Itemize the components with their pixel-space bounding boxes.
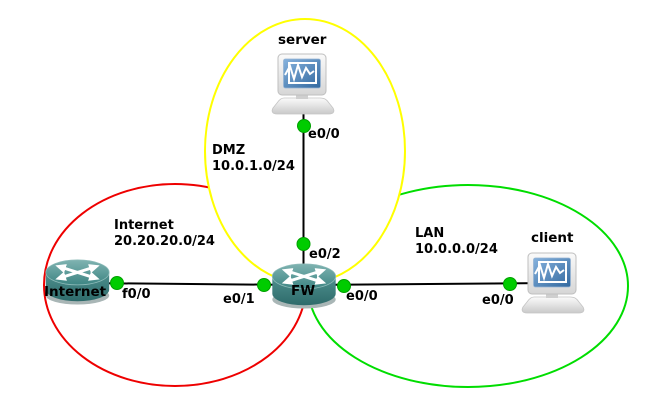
green-dot-icon-fw-e02 [296, 237, 311, 251]
green-dot-icon-fw-e01 [257, 278, 271, 292]
fw-dmz-interface-label: e0/2 [309, 247, 341, 262]
lan-network-label: LAN 10.0.0.0/24 [415, 226, 498, 258]
dmz-network-subnet: 10.0.1.0/24 [212, 159, 295, 174]
dmz-network-label: DMZ 10.0.1.0/24 [212, 143, 295, 175]
green-dot-icon-internet-f00 [110, 276, 124, 290]
internet-network-label: Internet 20.20.20.0/24 [114, 218, 215, 250]
internet-interface-label: f0/0 [122, 287, 151, 302]
internet-node-label: Internet [44, 284, 107, 300]
dmz-network-name: DMZ [212, 143, 246, 158]
lan-network-subnet: 10.0.0.0/24 [415, 242, 498, 257]
green-dot-icon-client-e00 [503, 277, 517, 291]
server-computer-icon[interactable] [271, 53, 335, 115]
green-dot-icon-server-e00 [297, 119, 311, 133]
client-node-label: client [531, 230, 574, 246]
fw-internet-interface-label: e0/1 [223, 292, 255, 307]
green-dot-icon-fw-e00 [337, 279, 351, 293]
internet-network-subnet: 20.20.20.0/24 [114, 234, 215, 249]
internet-network-name: Internet [114, 218, 174, 233]
lan-network-name: LAN [415, 226, 445, 241]
client-interface-label: e0/0 [482, 293, 514, 308]
fw-lan-interface-label: e0/0 [346, 289, 378, 304]
server-node-label: server [278, 32, 327, 48]
server-interface-label: e0/0 [308, 127, 340, 142]
fw-node-label: FW [291, 283, 316, 299]
client-computer-icon[interactable] [521, 252, 585, 314]
